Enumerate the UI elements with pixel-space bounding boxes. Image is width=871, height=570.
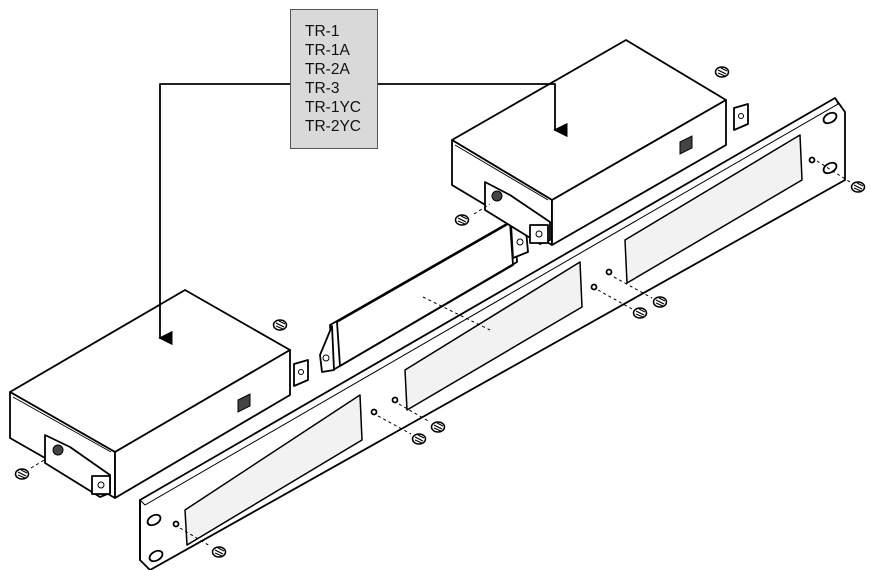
mounting-screw-icon: [272, 319, 288, 331]
mounting-screw-icon: [652, 296, 668, 308]
rack-cutout-left: [184, 394, 363, 546]
mounting-screw-icon: [211, 546, 227, 558]
rack-panel: [139, 97, 846, 570]
mounting-screw-icon: [411, 433, 427, 445]
mounting-screw-icon: [454, 214, 470, 226]
mounting-screw-icon: [430, 421, 446, 433]
lower-unit-box: [9, 289, 309, 499]
model-label-line: TR-2A: [305, 61, 350, 78]
mounting-screws: [14, 66, 866, 558]
rack-cutout-center: [404, 261, 583, 411]
model-label-line: TR-3: [305, 80, 340, 97]
model-label-line: TR-1YC: [305, 99, 361, 116]
model-label-line: TR-2YC: [305, 118, 361, 135]
model-label-line: TR-1A: [305, 42, 350, 59]
leader-arrows: [158, 83, 568, 346]
mounting-screw-icon: [714, 66, 730, 78]
model-label-box: TR-1 TR-1A TR-2A TR-3 TR-1YC TR-2YC: [290, 9, 378, 149]
mounting-screw-icon: [632, 307, 648, 319]
model-label-line: TR-1: [305, 23, 340, 40]
mounting-screw-icon: [14, 468, 30, 480]
mounting-screw-icon: [850, 181, 866, 193]
screw-guide-lines: [30, 160, 851, 547]
rack-cutout-right: [624, 134, 803, 284]
upper-unit-box: [451, 39, 749, 246]
